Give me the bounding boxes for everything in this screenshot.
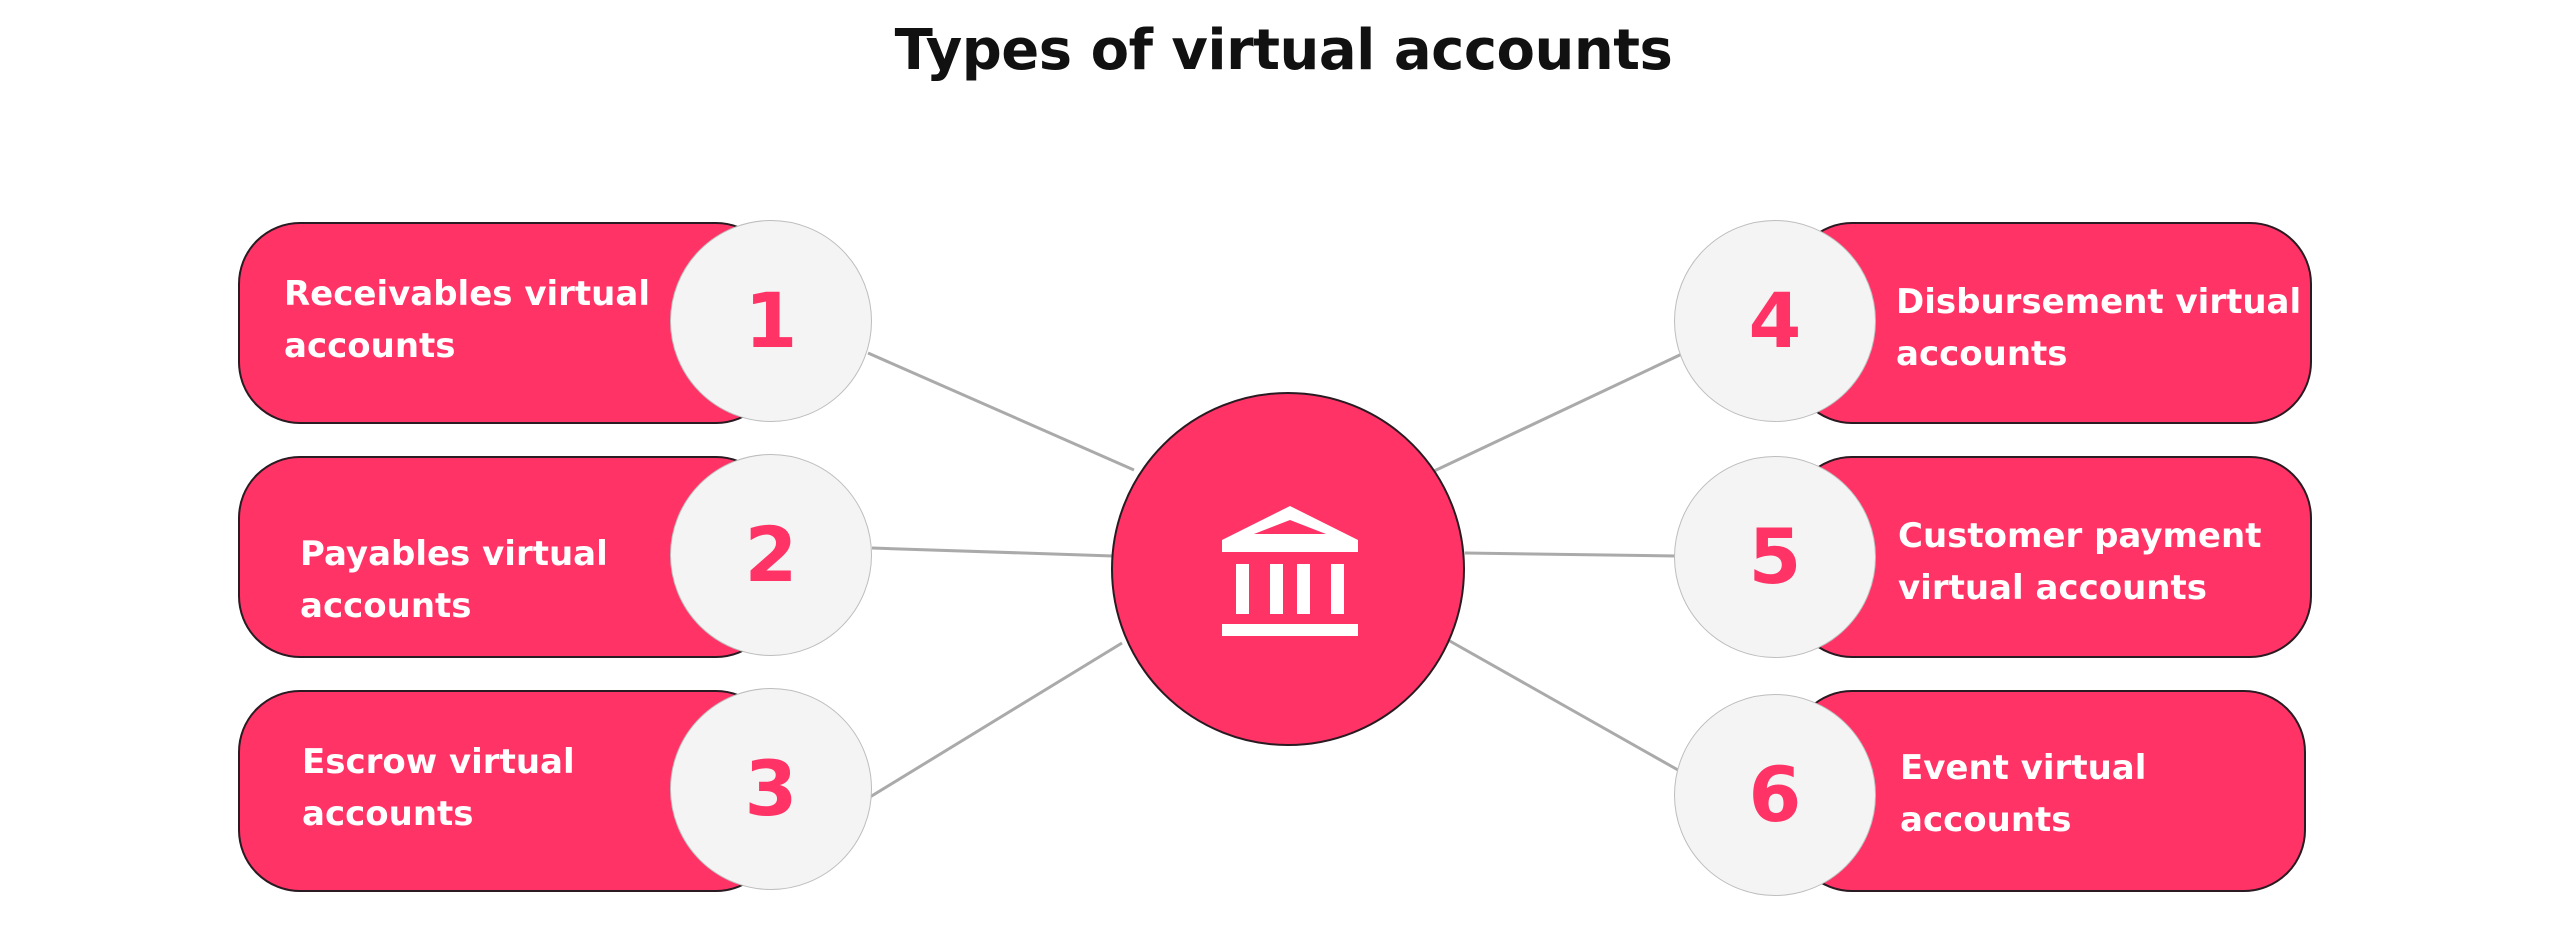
account-number-2: 2 [744,510,798,599]
account-number-6: 6 [1748,750,1802,839]
account-card-5: Customer payment virtual accounts [1790,456,2312,658]
connector-6 [1447,638,1679,772]
account-card-6: Event virtual accounts [1790,690,2306,892]
account-label-2: Payables virtual accounts [300,534,608,626]
connector-2 [871,546,1114,558]
account-label-1: Receivables virtual accounts [284,274,650,366]
account-number-3: 3 [744,744,798,833]
diagram-title: Types of virtual accounts [894,18,1673,83]
center-hub [1111,392,1465,746]
account-label-3: Escrow virtual accounts [302,742,575,834]
connector-4 [1431,351,1685,474]
number-circle-3: 3 [670,688,872,890]
bank-building-icon [1222,506,1358,636]
number-circle-6: 6 [1674,694,1876,896]
account-label-4: Disbursement virtual accounts [1896,282,2302,374]
account-label-5: Customer payment virtual accounts [1898,516,2262,608]
number-circle-5: 5 [1674,456,1876,658]
account-number-5: 5 [1748,512,1802,601]
connector-5 [1464,551,1677,558]
account-number-4: 4 [1748,276,1802,365]
connector-1 [867,351,1135,472]
number-circle-2: 2 [670,454,872,656]
account-card-4: Disbursement virtual accounts [1790,222,2312,424]
account-number-1: 1 [744,276,798,365]
account-label-6: Event virtual accounts [1900,748,2147,840]
number-circle-1: 1 [670,220,872,422]
connector-3 [869,641,1123,799]
number-circle-4: 4 [1674,220,1876,422]
